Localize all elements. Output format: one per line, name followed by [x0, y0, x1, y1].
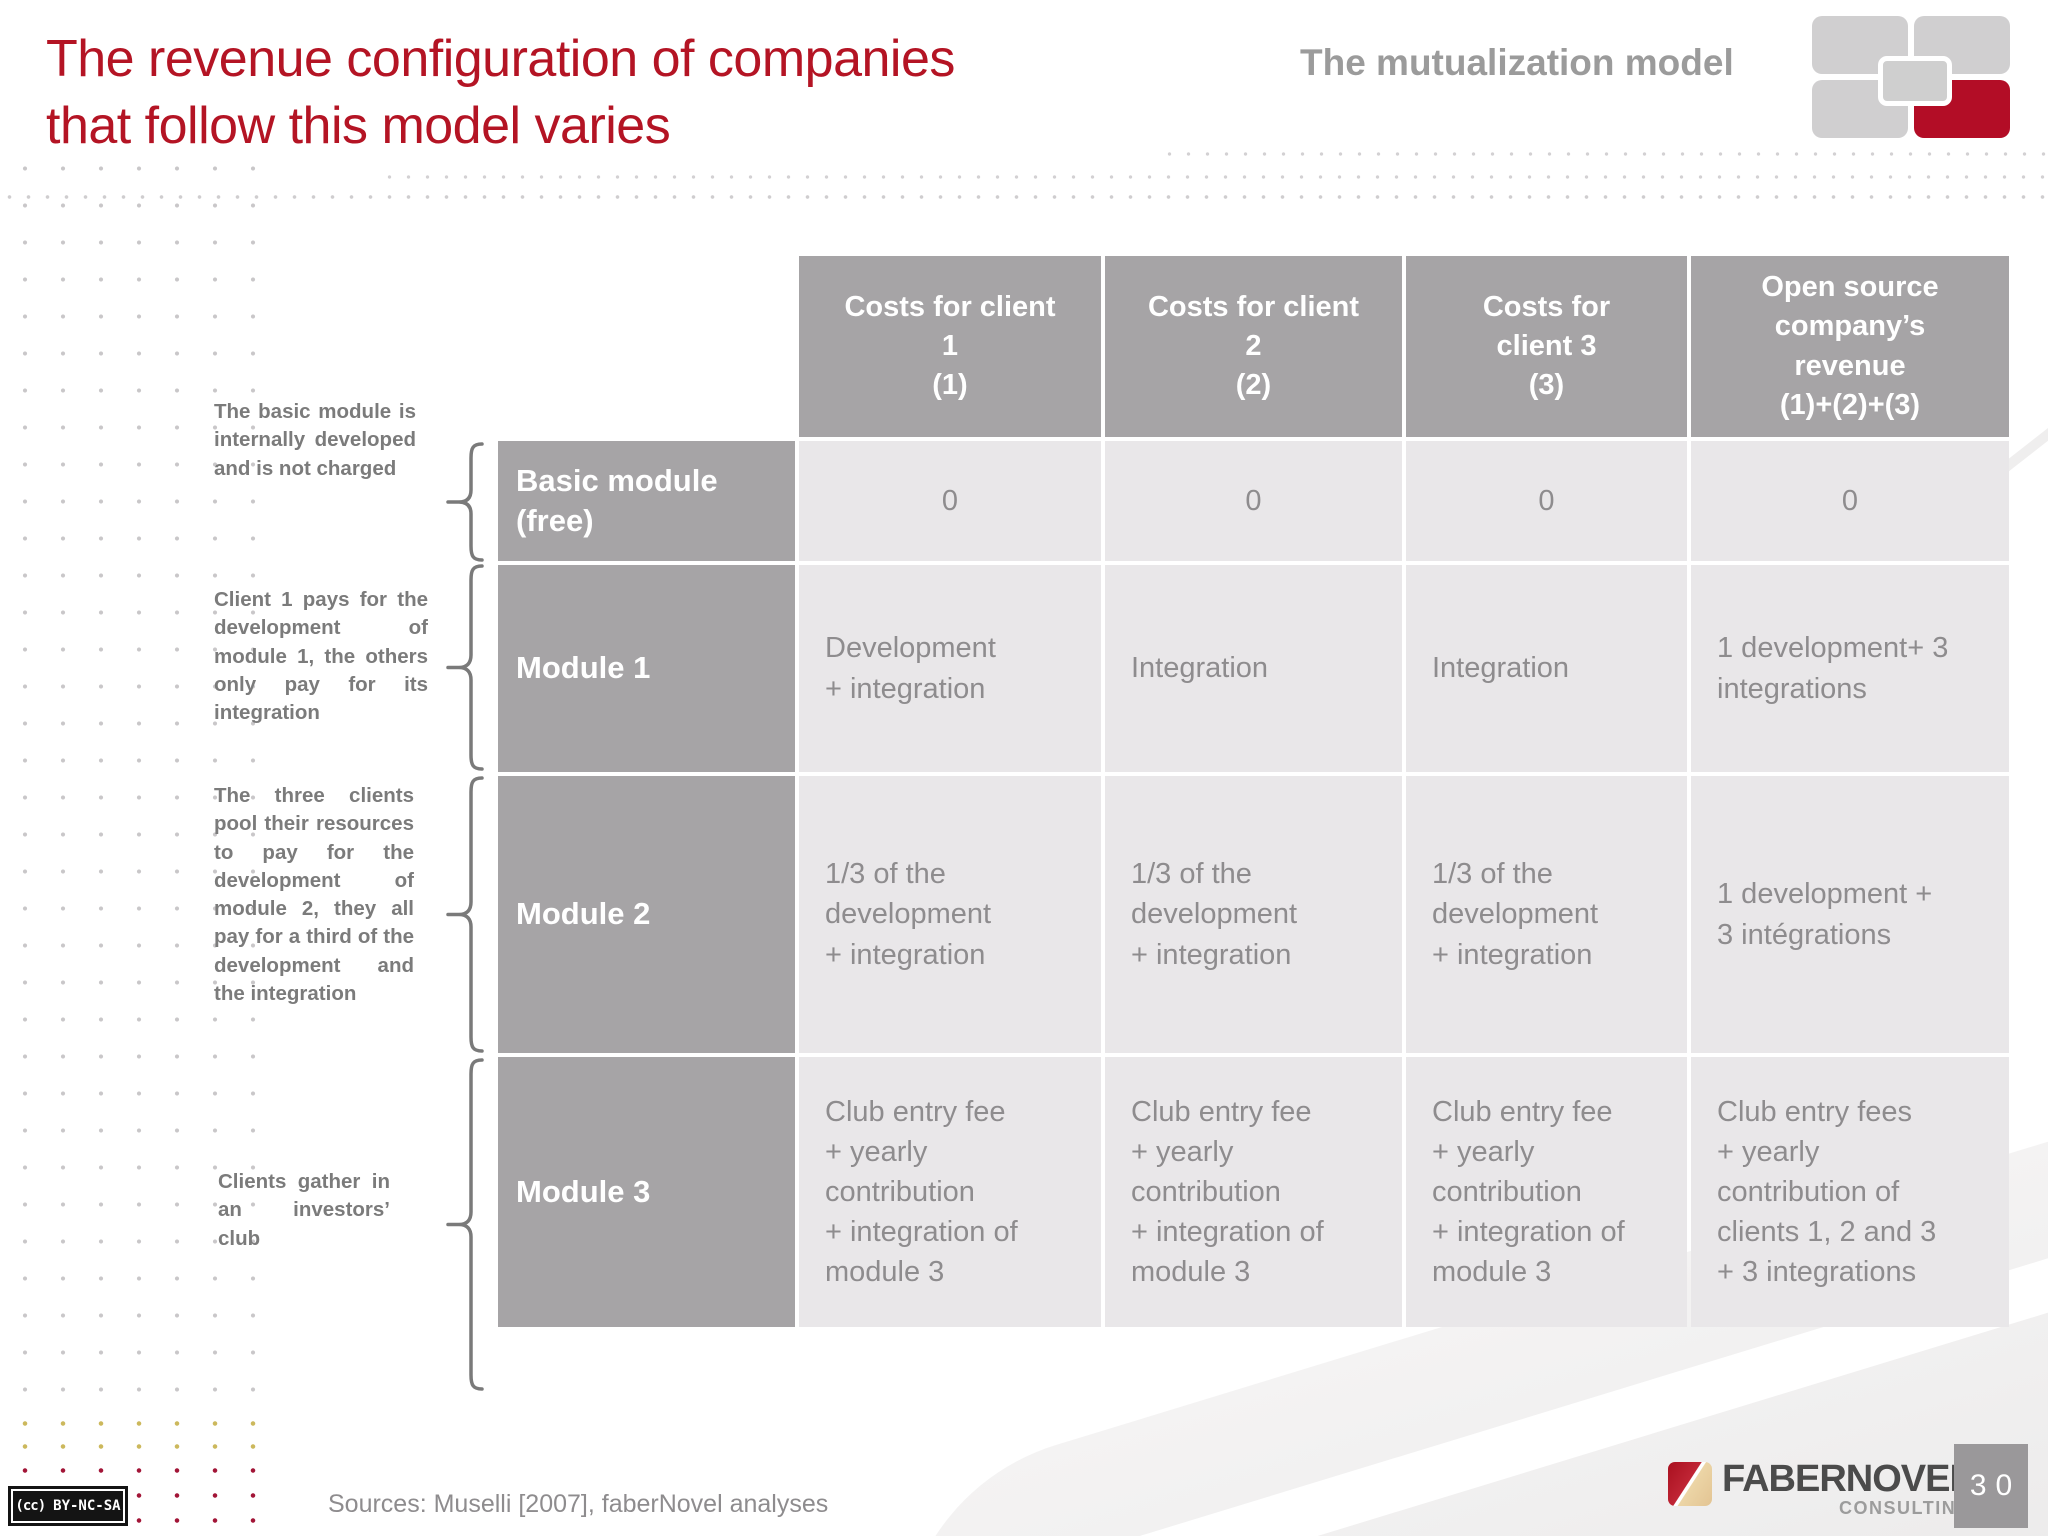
row-header-module-2: Module 2 — [498, 776, 795, 1053]
table-cell: Club entry fee + yearly contribution + i… — [1406, 1057, 1687, 1327]
annotation-module-2: The three clients pool their resources t… — [214, 784, 414, 1005]
section-label: The mutualization model — [1300, 42, 1734, 83]
brand-subtitle: CONSULTING — [1839, 1498, 1972, 1518]
table-cell: 0 — [1691, 441, 2009, 561]
page-number: 30 — [1954, 1444, 2028, 1528]
annotation-module-1: Client 1 pays for the development of mod… — [214, 588, 428, 725]
page-title: The revenue configuration of companies t… — [46, 30, 955, 155]
table-cell: 1/3 of the development + integration — [799, 776, 1101, 1053]
table-cell: 0 — [799, 441, 1101, 561]
revenue-table: Costs for client 1 (1) Costs for client … — [498, 256, 2009, 1327]
brand-name: FABERNOVEL — [1722, 1458, 1973, 1500]
dot-pattern-top-row3 — [1160, 145, 2048, 163]
row-header-module-1: Module 1 — [498, 565, 795, 772]
row-header-basic-module: Basic module (free) — [498, 441, 795, 561]
column-header-client-1: Costs for client 1 (1) — [799, 256, 1101, 437]
dot-pattern-left — [6, 150, 272, 1412]
cc-icon: (cc) — [15, 1498, 46, 1514]
column-header-client-3: Costs for client 3 (3) — [1406, 256, 1687, 437]
brace-module-2 — [446, 776, 484, 1053]
table-corner-cell — [498, 256, 795, 437]
table-cell: Club entry fees + yearly contribution of… — [1691, 1057, 2009, 1327]
brace-module-3 — [446, 1058, 484, 1391]
logo-center-square — [1878, 56, 1952, 106]
row-header-module-3: Module 3 — [498, 1057, 795, 1327]
table-cell: Development + integration — [799, 565, 1101, 772]
table-cell: 0 — [1105, 441, 1402, 561]
dot-pattern-top-row — [0, 186, 2048, 208]
cc-license-badge: (cc) BY-NC-SA — [8, 1486, 128, 1526]
table-cell: Club entry fee + yearly contribution + i… — [799, 1057, 1101, 1327]
table-cell: 1/3 of the development + integration — [1406, 776, 1687, 1053]
table-cell: 0 — [1406, 441, 1687, 561]
column-header-revenue: Open source company’s revenue (1)+(2)+(3… — [1691, 256, 2009, 437]
brace-basic-module — [446, 442, 484, 562]
dot-pattern-top-row2 — [380, 168, 2048, 186]
table-cell: 1 development+ 3 integrations — [1691, 565, 2009, 772]
cc-license-label: BY-NC-SA — [53, 1498, 121, 1514]
column-header-client-2: Costs for client 2 (2) — [1105, 256, 1402, 437]
table-cell: Integration — [1105, 565, 1402, 772]
table-cell: 1 development + 3 intégrations — [1691, 776, 2009, 1053]
annotation-basic-module: The basic module is internally developed… — [214, 400, 416, 480]
sources-note: Sources: Muselli [2007], faberNovel anal… — [328, 1490, 829, 1518]
table-cell: Club entry fee + yearly contribution + i… — [1105, 1057, 1402, 1327]
brace-module-1 — [446, 564, 484, 771]
mutualization-model-icon — [1812, 16, 2012, 140]
dot-pattern-yellow — [6, 1412, 272, 1458]
fabernovel-logo: FABERNOVEL CONSULTING — [1668, 1458, 1973, 1520]
fabernovel-wordmark: FABERNOVEL CONSULTING — [1722, 1458, 1973, 1520]
table-cell: 1/3 of the development + integration — [1105, 776, 1402, 1053]
table-cell: Integration — [1406, 565, 1687, 772]
fabernovel-icon — [1668, 1462, 1712, 1506]
annotation-module-3: Clients gather in an investors’ club — [218, 1170, 390, 1250]
